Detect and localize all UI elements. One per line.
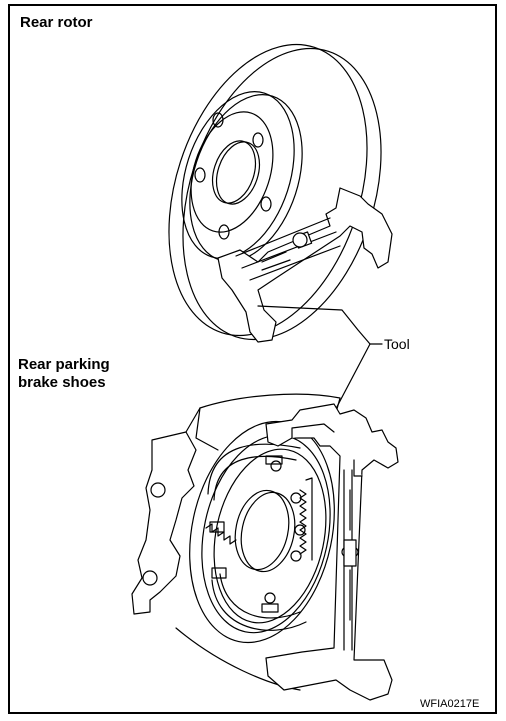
figure-code: WFIA0217E [420,698,480,710]
tool-callout: Tool [384,336,410,352]
rear-parking-brake-shoes-label: Rear parking brake shoes [18,356,110,392]
tool-on-shoes-drawing [265,403,399,701]
rear-parking-label-line-2: brake shoes [18,374,106,391]
tool-leader-lines [257,305,383,421]
rear-parking-label-line-1: Rear parking [18,356,110,373]
rear-rotor-drawing [168,43,382,341]
tool-on-rotor-drawing [217,187,393,343]
rear-rotor-label: Rear rotor [20,14,93,31]
